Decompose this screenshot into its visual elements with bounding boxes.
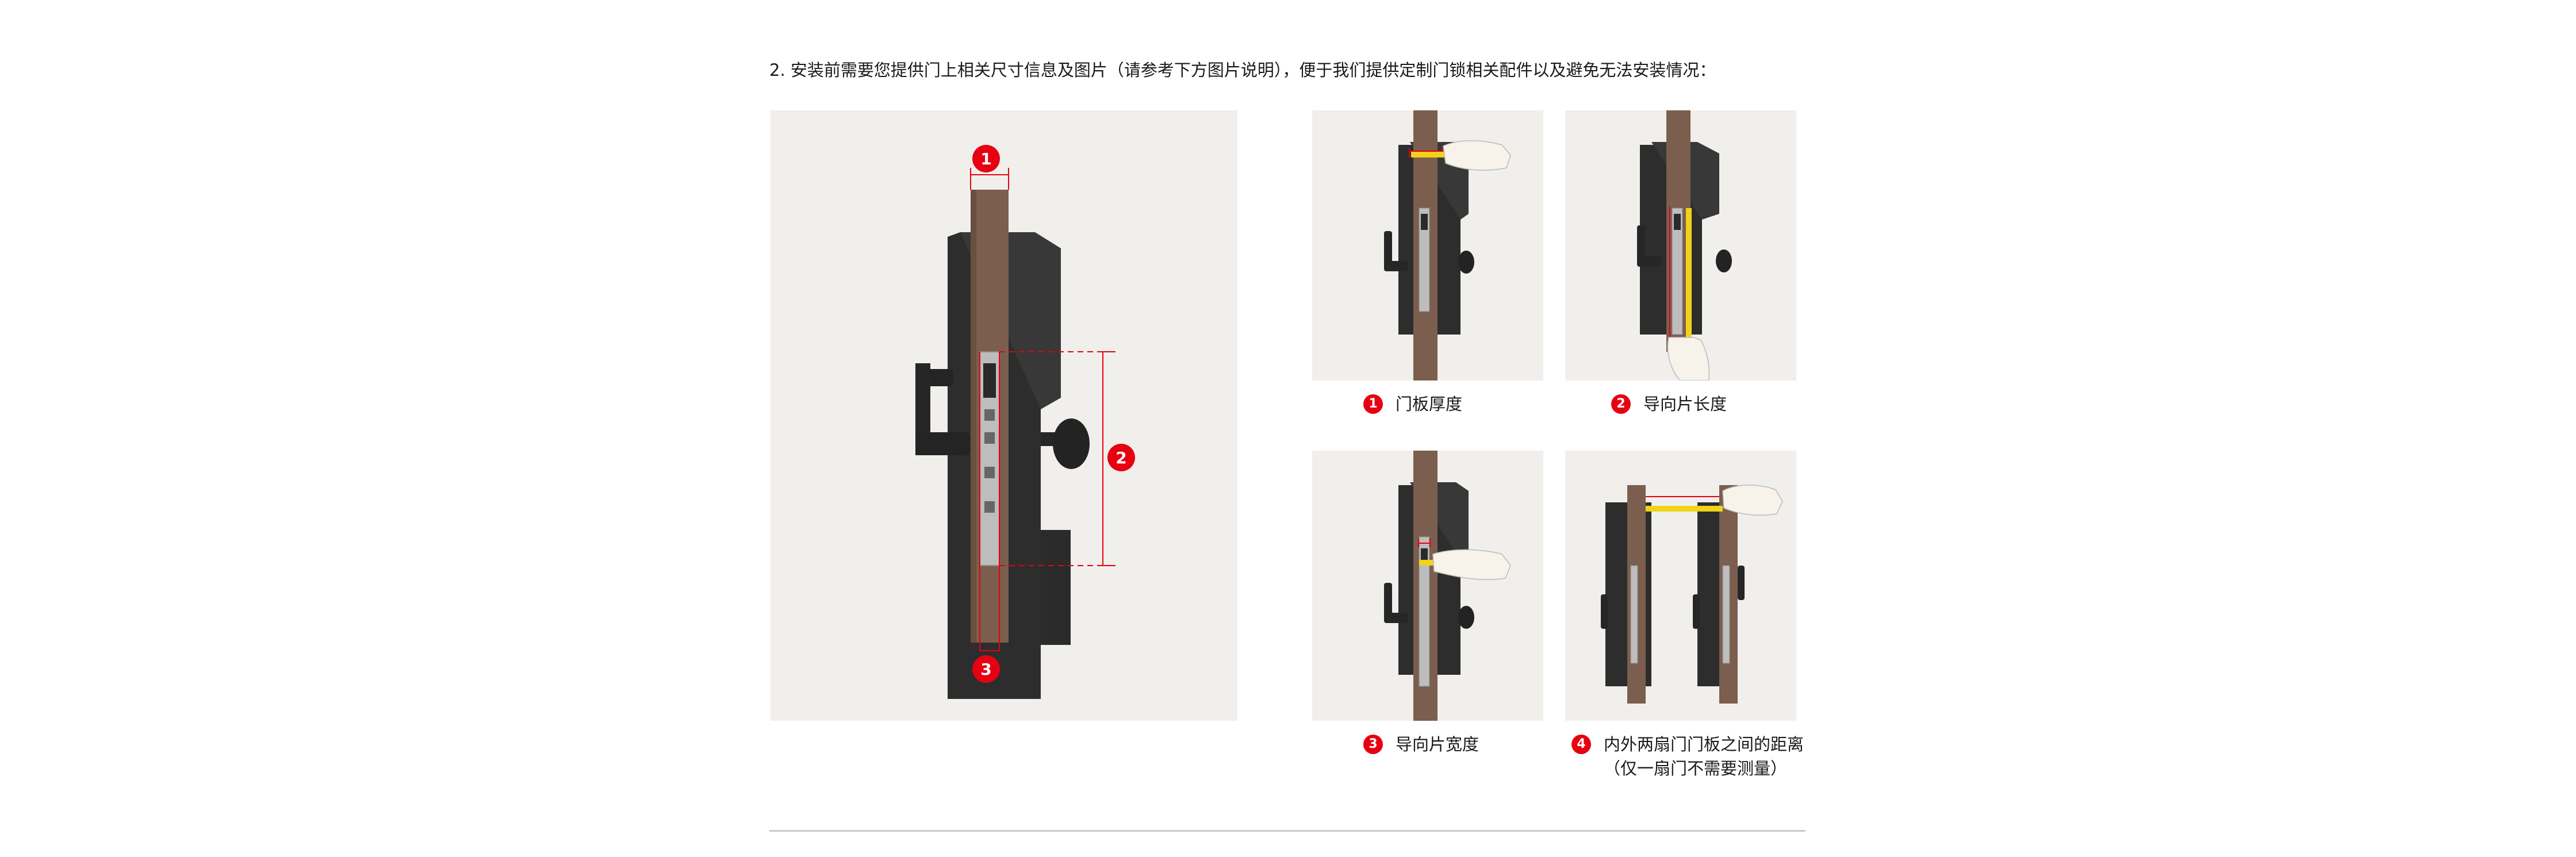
step-4-image (1565, 451, 1796, 721)
step-4-sublabel: （仅一扇门不需要测量） (1604, 759, 1788, 778)
step-4-label: 内外两扇门门板之间的距离 (1604, 735, 1804, 754)
step-1-caption: 1 门板厚度 (1363, 392, 1462, 416)
intro-text: 2. 安装前需要您提供门上相关尺寸信息及图片（请参考下方图片说明），便于我们提供… (769, 60, 1716, 80)
step-4-caption: 4 内外两扇门门板之间的距离 （仅一扇门不需要测量） (1571, 732, 1804, 781)
step-3-caption: 3 导向片宽度 (1363, 732, 1479, 756)
step-1-label: 门板厚度 (1396, 394, 1463, 414)
step-2-badge: 2 (1611, 394, 1631, 414)
main-marker-3: 3 (980, 660, 991, 679)
main-marker-1: 1 (980, 149, 991, 168)
bottom-divider (769, 830, 1805, 832)
step-2-caption: 2 导向片长度 (1611, 392, 1727, 416)
main-lock-diagram: 1 2 3 (915, 145, 1135, 699)
main-diagram-panel: 1 2 3 (770, 110, 1237, 721)
step-4-badge: 4 (1571, 735, 1591, 754)
step-3-badge: 3 (1363, 735, 1383, 754)
step-3-label: 导向片宽度 (1396, 735, 1479, 754)
step-3-image (1312, 451, 1543, 721)
step-2-label: 导向片长度 (1643, 394, 1727, 414)
step-1-image (1312, 110, 1543, 381)
main-marker-2: 2 (1116, 448, 1126, 467)
step-1-badge: 1 (1363, 394, 1383, 414)
step-2-image (1565, 110, 1796, 381)
